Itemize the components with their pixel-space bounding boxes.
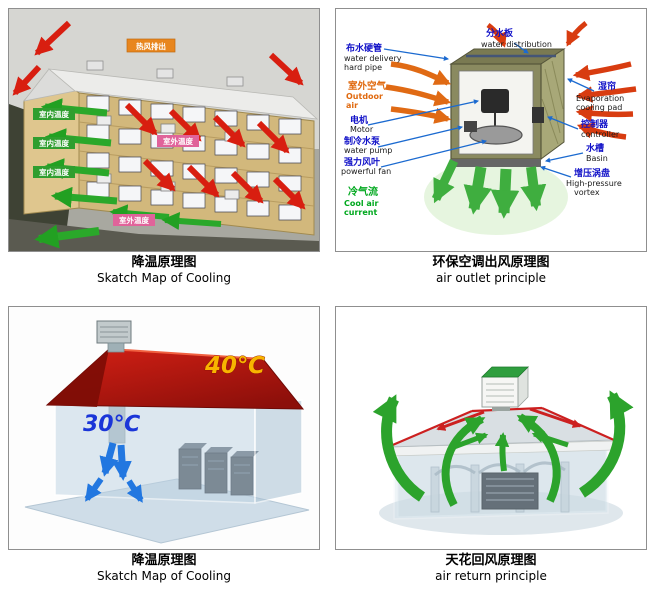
house-walls bbox=[54, 398, 303, 504]
roof-front bbox=[47, 68, 319, 120]
caption-en: Skatch Map of Cooling bbox=[97, 270, 231, 285]
air-return-illustration bbox=[336, 307, 646, 549]
cooler-unit bbox=[449, 48, 566, 167]
indoor-temp-label: 室内温度 bbox=[39, 138, 69, 148]
panel-air-return: 天花回风原理图 air return principle bbox=[335, 306, 647, 583]
cooling-house-figure: 40℃ 30℃ bbox=[8, 306, 320, 550]
caption-en: Skatch Map of Cooling bbox=[97, 568, 231, 583]
indoor-temperature: 30℃ bbox=[83, 412, 141, 437]
cooling-house-illustration: 40℃ 30℃ bbox=[9, 307, 319, 549]
outdoor-temp-tag bbox=[157, 135, 199, 147]
caption-cooling-house: 降温原理图 Skatch Map of Cooling bbox=[8, 553, 320, 583]
unit-pad-face bbox=[540, 48, 565, 160]
exhaust-tag bbox=[126, 38, 176, 53]
hot-air-arrows bbox=[12, 20, 306, 210]
fan-label-en: powerful fan bbox=[341, 167, 391, 176]
controller-label-zh: 控制器 bbox=[581, 118, 609, 130]
cooler-duct bbox=[492, 405, 510, 411]
vortex-label-en1: High-pressure bbox=[566, 179, 622, 188]
basin-label-zh: 水槽 bbox=[586, 142, 604, 154]
roof-ridge-highlight bbox=[108, 348, 264, 360]
water-distribution-label-en: water distribution bbox=[481, 40, 552, 49]
water-pump bbox=[464, 121, 477, 132]
outdoor-air-label-zh: 室外空气 bbox=[348, 80, 387, 92]
caption-air-outlet: 环保空调出风原理图 air outlet principle bbox=[335, 255, 647, 285]
part-labels: 布水硬管 water delivery hard pipe 室外空气 Outdo… bbox=[341, 27, 624, 217]
water-pipe-label-zh: 布水硬管 bbox=[345, 42, 382, 54]
indoor-temp-tag bbox=[33, 137, 75, 149]
basin bbox=[451, 159, 541, 167]
water-pipe-label-en2: hard pipe bbox=[344, 63, 382, 72]
caption-zh: 降温原理图 bbox=[131, 255, 197, 270]
panel-cooling-sketch: 热风排出 室内温度 室内温度 室内温度 室外温度 室外温度 降温原理图 Skat… bbox=[8, 8, 320, 285]
cooling-sketch-figure: 热风排出 室内温度 室内温度 室内温度 室外温度 室外温度 bbox=[8, 8, 320, 252]
vortex-label-en2: vortex bbox=[574, 188, 600, 197]
outdoor-temp-label: 室外温度 bbox=[119, 215, 149, 225]
caption-zh: 降温原理图 bbox=[131, 553, 197, 568]
cooler-duct bbox=[107, 342, 125, 353]
cool-air-label-en2: current bbox=[344, 208, 377, 217]
panel-air-outlet: 布水硬管 water delivery hard pipe 室外空气 Outdo… bbox=[335, 8, 647, 285]
motor bbox=[481, 89, 509, 113]
basin-label-en: Basin bbox=[586, 154, 608, 163]
motor-label-en: Motor bbox=[350, 125, 374, 134]
roof-vents bbox=[86, 60, 244, 87]
grille-slats bbox=[486, 478, 534, 501]
label-leader-arrows bbox=[367, 42, 595, 178]
caption-cooling-sketch: 降温原理图 Skatch Map of Cooling bbox=[8, 255, 320, 285]
fan-label-zh: 强力风叶 bbox=[344, 156, 380, 168]
water-pump-label-en: water pump bbox=[344, 146, 392, 155]
rooftop-cooler bbox=[96, 320, 132, 353]
air-outlet-illustration: 布水硬管 water delivery hard pipe 室外空气 Outdo… bbox=[336, 9, 646, 251]
pad-hatch bbox=[541, 60, 564, 145]
outdoor-air-label-en2: air bbox=[346, 101, 358, 110]
indoor-temp-label: 室内温度 bbox=[39, 109, 69, 119]
outdoor-temp-tag bbox=[113, 214, 155, 226]
water-pump-label-zh: 制冷水泵 bbox=[344, 135, 381, 147]
caption-air-return: 天花回风原理图 air return principle bbox=[335, 553, 647, 583]
motor-label-zh: 电机 bbox=[350, 114, 368, 126]
outdoor-temp-label: 室外温度 bbox=[163, 136, 193, 146]
cooler-top bbox=[481, 366, 529, 378]
cooling-pad-label-zh: 湿帘 bbox=[598, 80, 616, 92]
cooler-grille bbox=[486, 383, 514, 403]
cooling-pad-label-en1: Evaporation bbox=[576, 94, 624, 103]
arches bbox=[434, 461, 566, 477]
roof-dark-slope bbox=[47, 349, 109, 407]
roof-exhaust-arrows bbox=[436, 407, 582, 431]
controller-box bbox=[532, 107, 544, 123]
indoor-temp-label: 室内温度 bbox=[39, 167, 69, 177]
indoor-temp-tag bbox=[33, 166, 75, 178]
air-outlet-figure: 布水硬管 water delivery hard pipe 室外空气 Outdo… bbox=[335, 8, 647, 252]
air-return-figure bbox=[335, 306, 647, 550]
side-wall bbox=[254, 399, 303, 504]
caption-zh: 天花回风原理图 bbox=[445, 553, 537, 568]
water-pipe-label-en1: water delivery bbox=[344, 54, 402, 63]
caption-en: air outlet principle bbox=[435, 270, 547, 285]
cooling-pad-label-en2: cooling pad bbox=[576, 103, 622, 112]
dark-field-strip bbox=[9, 219, 319, 251]
cold-air-arrows bbox=[84, 442, 144, 503]
cooler-slats bbox=[100, 326, 128, 338]
return-air-arrows bbox=[372, 390, 634, 507]
cool-air-out-arrows bbox=[431, 159, 547, 219]
rooftop-cooler bbox=[481, 366, 529, 411]
outdoor-temperature: 40℃ bbox=[204, 353, 265, 379]
temperature-tags: 热风排出 室内温度 室内温度 室内温度 室外温度 室外温度 bbox=[33, 38, 199, 226]
cool-air-label-zh: 冷气流 bbox=[348, 185, 378, 198]
panel-cooling-house: 40℃ 30℃ 降温原理图 Skatch Map of Cooling bbox=[8, 306, 320, 583]
caption-en: air return principle bbox=[435, 568, 547, 583]
vortex-label-zh: 增压涡盘 bbox=[574, 167, 610, 179]
exhaust-tag-label: 热风排出 bbox=[136, 41, 166, 51]
cooling-sketch-illustration: 热风排出 室内温度 室内温度 室内温度 室外温度 室外温度 bbox=[9, 9, 319, 251]
caption-zh: 环保空调出风原理图 bbox=[432, 255, 550, 270]
controller-label-en: controller bbox=[581, 130, 620, 139]
indoor-temp-tag bbox=[33, 108, 75, 120]
outdoor-air-label-en1: Outdoor bbox=[346, 92, 383, 101]
water-distribution-label-zh: 分水板 bbox=[486, 27, 514, 39]
fan-blades bbox=[469, 125, 523, 145]
cool-air-label-en1: Cool air bbox=[344, 199, 379, 208]
